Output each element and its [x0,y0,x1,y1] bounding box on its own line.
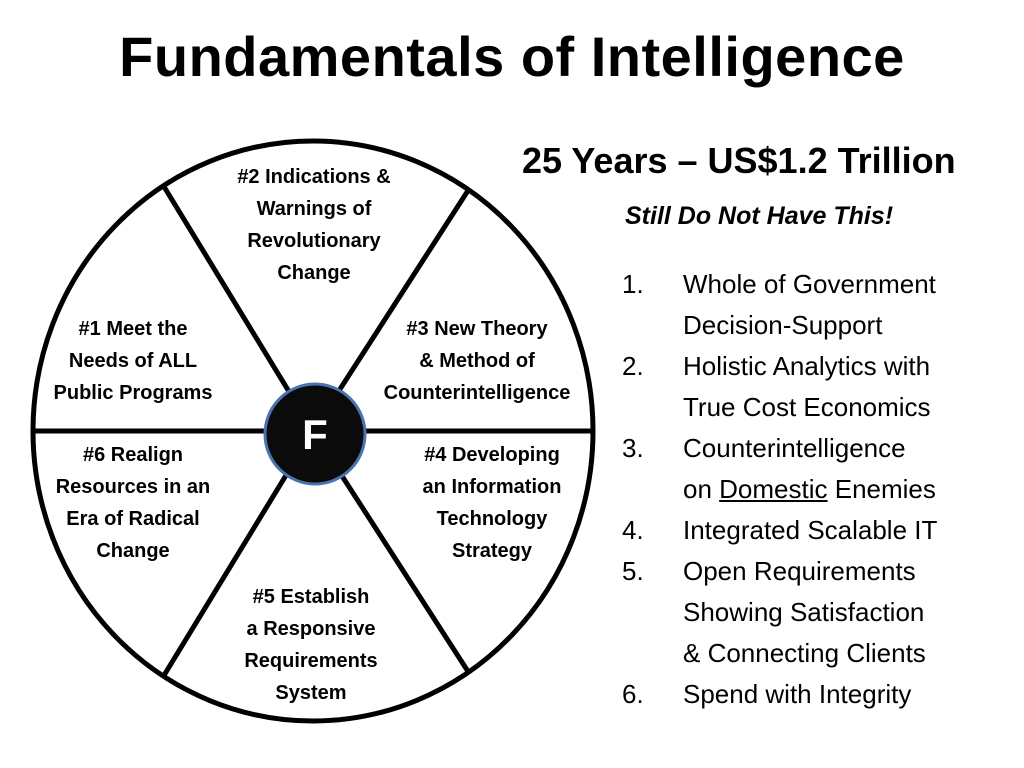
list-item-line: on Domestic Enemies [683,469,1022,510]
segment-6-line-2: Resources in an [56,476,211,498]
list-item-line: True Cost Economics [683,392,931,422]
hub-circle [263,382,367,486]
segment-5-line-2: a Responsive [247,618,376,640]
segment-6-line-1: #6 Realign [83,444,183,466]
list-item-line: Integrated Scalable IT [683,515,938,545]
list-item-number: 2. [622,351,644,381]
segment-5-line-3: Requirements [244,650,377,672]
list-item-text: on [683,474,720,504]
underlined-word: Domestic [719,474,828,504]
segment-2-line-1: #2 Indications & [237,166,390,188]
spoke-upper-left [160,183,316,433]
list-item-line: Open Requirements [683,556,916,586]
list-item: 2. Holistic Analytics with True Cost Eco… [622,346,1022,428]
intelligence-wheel: #2 Indications & Warnings of Revolutiona… [30,138,596,724]
segment-4-line-4: Strategy [452,540,533,562]
subtitle: 25 Years – US$1.2 Trillion [522,140,956,181]
list-item-line: Holistic Analytics with [683,351,931,381]
list-item-line: Spend with Integrity [683,679,912,709]
segment-5-line-1: #5 Establish [253,586,370,608]
segment-3-label: #3 New Theory & Method of Counterintelli… [384,318,571,404]
segment-4-line-3: Technology [437,508,549,530]
segment-2-line-2: Warnings of [257,198,372,220]
segment-2-label: #2 Indications & Warnings of Revolutiona… [237,166,390,284]
segment-2-line-3: Revolutionary [247,230,381,252]
list-item-number: 3. [622,433,644,463]
segment-1-line-2: Needs of ALL [69,350,197,372]
segment-6-line-4: Change [96,540,169,562]
list-item: 4. Integrated Scalable IT [622,510,1022,551]
list-item-line: Showing Satisfaction [683,597,925,627]
list-item-number: 4. [622,515,644,545]
list-item: 3. Counterintelligence on Domestic Enemi… [622,428,1022,510]
segment-6-line-3: Era of Radical [66,508,199,530]
list-item-number: 6. [622,679,644,709]
segment-1-line-1: #1 Meet the [79,318,188,340]
segment-5-label: #5 Establish a Responsive Requirements S… [244,586,377,704]
segment-1-label: #1 Meet the Needs of ALL Public Programs [54,318,213,404]
segment-1-line-3: Public Programs [54,382,213,404]
segment-5-line-4: System [275,682,346,704]
segment-4-line-1: #4 Developing [424,444,560,466]
tagline: Still Do Not Have This! [625,202,894,230]
segment-6-label: #6 Realign Resources in an Era of Radica… [56,444,211,562]
segment-4-label: #4 Developing an Information Technology … [423,444,562,562]
hub: F [263,382,367,486]
list-item-line: Whole of Government [683,269,936,299]
segment-3-line-2: & Method of [419,350,535,372]
segment-2-line-4: Change [277,262,350,284]
list-item: 5. Open Requirements Showing Satisfactio… [622,551,1022,674]
list-item-number: 5. [622,556,644,586]
segment-3-line-1: #3 New Theory [406,318,548,340]
list-item-text: Enemies [827,474,936,504]
list-item: 6. Spend with Integrity [622,674,1022,715]
list-item-line: Decision-Support [683,310,883,340]
list-item-number: 1. [622,269,644,299]
segment-4-line-2: an Information [423,476,562,498]
page-title: Fundamentals of Intelligence [119,25,905,88]
list-item-line: & Connecting Clients [683,638,926,668]
segment-3-line-3: Counterintelligence [384,382,571,404]
hub-letter: F [302,411,328,458]
list-item: 1. Whole of Government Decision-Support [622,264,1022,346]
list-item-line: Counterintelligence [683,433,906,463]
requirements-list: 1. Whole of Government Decision-Support … [622,264,1022,715]
